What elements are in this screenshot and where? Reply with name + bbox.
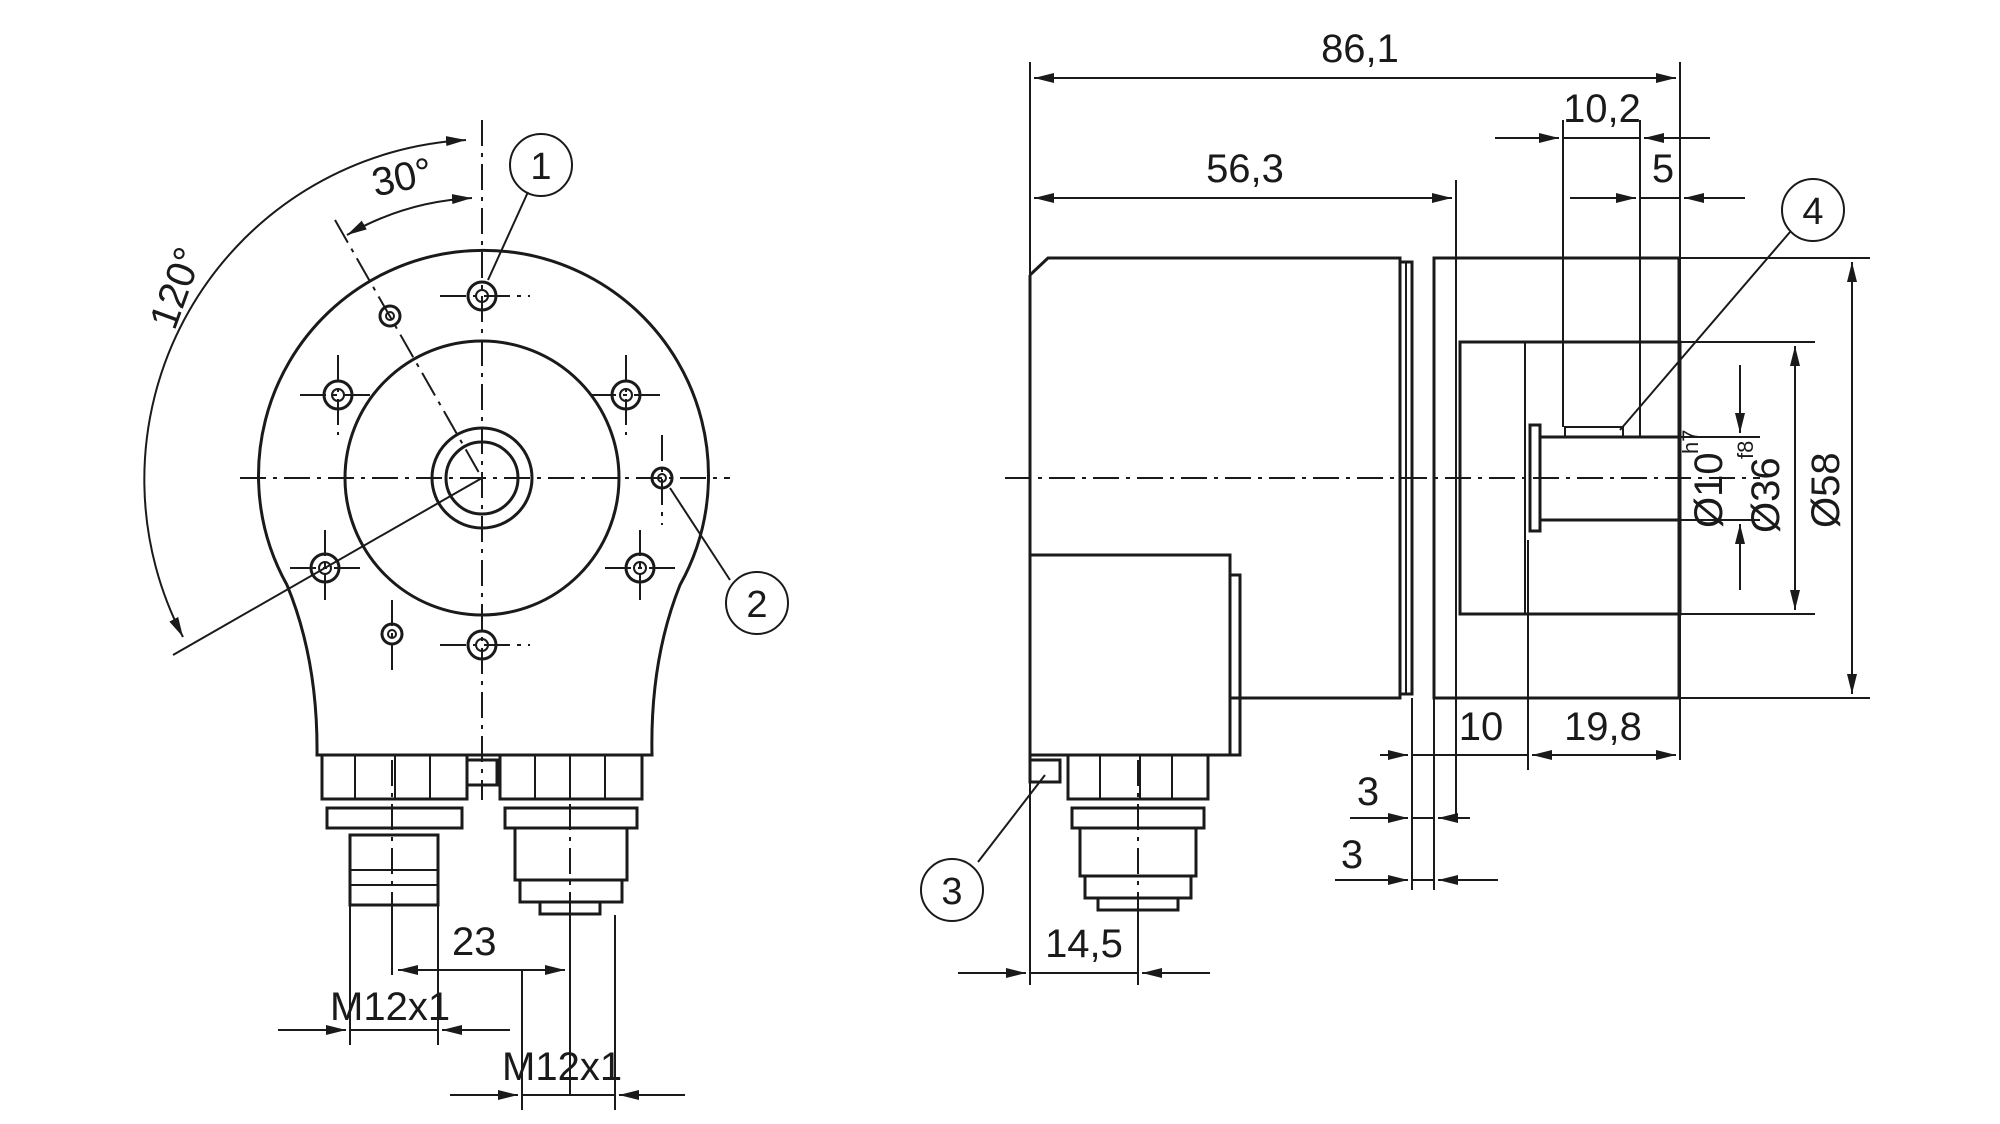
svg-text:f8: f8 <box>1733 441 1758 459</box>
callout-2-leader <box>669 487 731 581</box>
dia-flange-label: Ø58 <box>1804 452 1848 528</box>
120deg-extension-line <box>172 477 483 656</box>
center-plug <box>465 758 499 787</box>
callout-2-label: 2 <box>746 584 767 626</box>
30deg-dimension-arc <box>346 194 473 236</box>
callout-4-label: 4 <box>1802 191 1823 233</box>
dim-3a-label: 3 <box>1357 770 1379 814</box>
svg-text:Ø10: Ø10 <box>1687 452 1731 528</box>
120deg-dimension-arc <box>143 136 467 638</box>
shaft-key <box>1564 426 1624 438</box>
svg-text:Ø36: Ø36 <box>1744 457 1788 533</box>
dia-shaft-label: Ø10 h7 <box>1678 430 1731 528</box>
conn-right-label: M12x1 <box>502 1045 622 1089</box>
connector-housing <box>1030 553 1232 755</box>
right-connector <box>498 753 644 916</box>
callout-4-leader <box>1619 231 1791 431</box>
svg-text:h7: h7 <box>1678 430 1703 454</box>
dim-23-label: 23 <box>452 920 497 964</box>
dia-spigot-label: Ø36 f8 <box>1733 441 1788 533</box>
callout-2 <box>725 571 789 635</box>
callout-3 <box>920 858 984 922</box>
dim-14-5-label: 14,5 <box>1045 922 1123 966</box>
front-housing-outline <box>257 248 710 757</box>
conn-left-label: M12x1 <box>330 985 450 1029</box>
side-connector <box>1066 753 1210 915</box>
callout-3-leader <box>977 774 1046 863</box>
callout-1-leader <box>487 191 529 281</box>
front-view: 30° 120° 23 M12x1 M12x1 1 2 <box>142 120 789 1110</box>
callout-3-label: 3 <box>941 871 962 913</box>
angle-30-label: 30° <box>368 150 436 206</box>
callout-1-label: 1 <box>530 146 551 188</box>
callout-1 <box>509 133 573 197</box>
dim-3b-label: 3 <box>1341 833 1363 877</box>
left-connector <box>320 753 469 907</box>
30deg-centerline <box>334 219 483 479</box>
main-body-outline <box>1028 256 1402 700</box>
callout-4 <box>1781 178 1845 242</box>
side-view: 86,1 56,3 10,2 5 Ø10 h7 Ø36 f8 Ø <box>920 27 1870 985</box>
dim-19-8-label: 19,8 <box>1564 705 1642 749</box>
dim-86-1-label: 86,1 <box>1321 27 1399 71</box>
dim-10-2-label: 10,2 <box>1563 87 1641 131</box>
svg-text:Ø58: Ø58 <box>1804 452 1848 528</box>
dim-10-label: 10 <box>1459 705 1504 749</box>
dim-5-label: 5 <box>1652 147 1674 191</box>
dim-56-3-label: 56,3 <box>1206 147 1284 191</box>
angle-120-label: 120° <box>142 242 212 335</box>
